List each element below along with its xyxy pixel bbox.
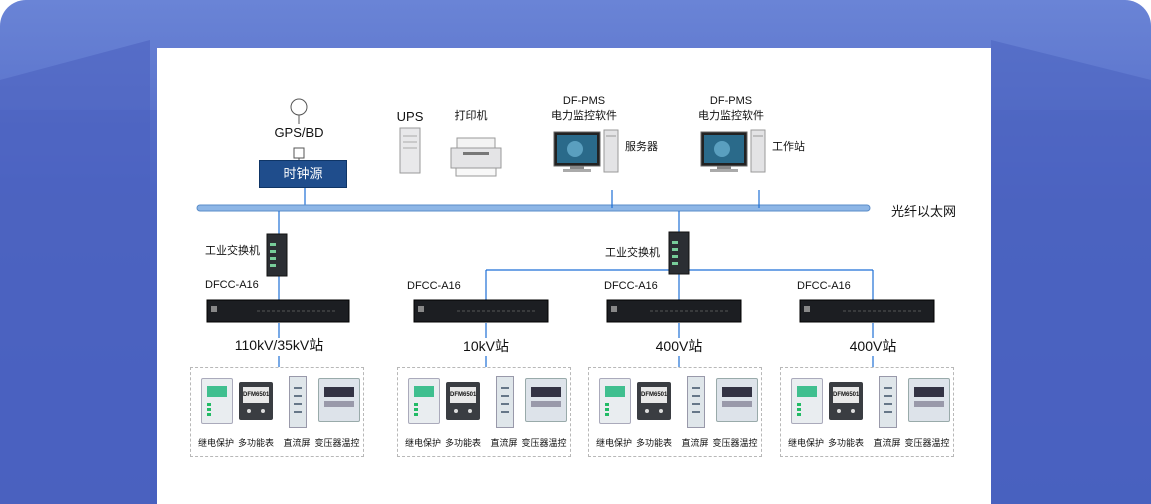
multifunction-meter-icon: DFM6501 [829,382,863,420]
gps-label: GPS/BD [274,125,324,140]
multifunction-meter-icon: DFM6501 [637,382,671,420]
dc-panel-icon [687,376,705,428]
workstation-monitor-icon [700,129,766,173]
workstation-title2: 电力监控软件 [698,110,764,122]
diagram-card: GPS/BD 时钟源 UPS 打印机 DF-PMS 电力监控软件 服务器 DF-… [157,48,991,504]
server-title1: DF-PMS [562,95,606,107]
ethernet-bus [196,204,871,212]
transformer-temp-control-icon [716,378,758,422]
station-4-devices: DFM6501 继电保护 多功能表 直流屏 变压器温控 [780,367,954,457]
device-label: 变压器温控 [904,438,950,448]
dc-panel-icon [496,376,514,428]
device-label: 继电保护 [595,438,633,448]
gps-antenna-icon [290,98,308,116]
dc-panel-icon [289,376,307,428]
station-2-devices: DFM6501 继电保护 多功能表 直流屏 变压器温控 [397,367,571,457]
dc-panel-icon [879,376,897,428]
controller-1-label: DFCC-A16 [205,279,259,291]
device-label: 直流屏 [283,438,311,448]
transformer-temp-control-icon [318,378,360,422]
printer-label: 打印机 [454,110,488,122]
device-label: 变压器温控 [521,438,567,448]
device-label: 继电保护 [197,438,235,448]
diagram-lines [196,98,935,368]
relay-protection-icon [408,378,440,424]
controller-2-label: DFCC-A16 [407,280,461,292]
device-label: 直流屏 [490,438,518,448]
transformer-temp-control-icon [908,378,950,422]
controller-2-icon [413,299,549,323]
relay-protection-icon [791,378,823,424]
server-monitor-icon [553,129,619,173]
station-2-name: 10kV站 [463,338,509,354]
clock-source-box: 时钟源 [259,160,347,188]
device-label: 变压器温控 [314,438,360,448]
server-title2: 电力监控软件 [551,110,617,122]
device-label: 直流屏 [681,438,709,448]
multifunction-meter-icon: DFM6501 [446,382,480,420]
device-label: 继电保护 [404,438,442,448]
device-label: 多功能表 [635,438,673,448]
controller-4-icon [799,299,935,323]
server-label: 服务器 [625,141,658,153]
device-label: 继电保护 [787,438,825,448]
workstation-label: 工作站 [772,141,805,153]
switch-right-label: 工业交换机 [605,247,660,259]
printer-icon [450,137,502,177]
device-label: 变压器温控 [712,438,758,448]
relay-protection-icon [599,378,631,424]
relay-protection-icon [201,378,233,424]
industrial-switch-left-icon [266,233,288,277]
multifunction-meter-icon: DFM6501 [239,382,273,420]
controller-3-icon [606,299,742,323]
station-3-devices: DFM6501 继电保护 多功能表 直流屏 变压器温控 [588,367,762,457]
device-label: 直流屏 [873,438,901,448]
device-label: 多功能表 [444,438,482,448]
device-label: 多功能表 [827,438,865,448]
ups-icon [399,127,421,174]
controller-1-icon [206,299,350,323]
station-3-name: 400V站 [655,338,703,354]
controller-4-label: DFCC-A16 [797,280,851,292]
ups-label: UPS [396,109,424,124]
station-1-name: 110kV/35kV站 [234,337,324,353]
station-1-devices: DFM6501 继电保护 多功能表 直流屏 变压器温控 [190,367,364,457]
industrial-switch-right-icon [668,231,690,275]
switch-left-label: 工业交换机 [205,245,260,257]
workstation-title1: DF-PMS [709,95,753,107]
device-label: 多功能表 [237,438,275,448]
station-4-name: 400V站 [849,338,897,354]
bus-label: 光纤以太网 [891,204,957,219]
transformer-temp-control-icon [525,378,567,422]
controller-3-label: DFCC-A16 [604,280,658,292]
